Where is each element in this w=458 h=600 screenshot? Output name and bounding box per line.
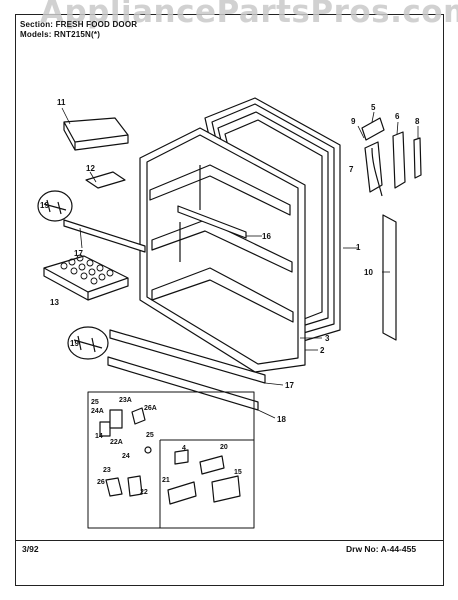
callout-1: 1: [356, 243, 361, 252]
callout-12: 12: [86, 164, 95, 173]
model-title: Models: RNT215N(*): [20, 30, 101, 39]
door-bar-17-upper: [63, 219, 146, 253]
callout-24: 24: [122, 453, 130, 460]
callout-10: 10: [364, 268, 373, 277]
watermark: AppliancePartsPros.com: [40, 0, 458, 30]
small-parts-inset: [87, 391, 255, 529]
door-bar-16: [177, 205, 247, 239]
leader-lines: [61, 107, 419, 419]
callout-3: 3: [325, 334, 330, 343]
callout-20: 20: [220, 444, 228, 451]
callout-26a: 26A: [144, 405, 157, 412]
callout-23: 23: [103, 467, 111, 474]
callout-26: 26: [97, 479, 105, 486]
callout-labels: 1 2 3 4 5 6 7 8 9 10 11 12 13 14 15 16 1…: [40, 98, 420, 496]
callout-9: 9: [351, 117, 356, 126]
callout-22: 22: [140, 489, 148, 496]
callout-2: 2: [320, 346, 325, 355]
diagram-frame: [15, 14, 444, 586]
callout-4: 4: [182, 445, 186, 452]
callout-14: 14: [95, 433, 103, 440]
callout-13: 13: [50, 298, 59, 307]
callout-17-upper: 17: [74, 249, 83, 258]
callout-16: 16: [262, 232, 271, 241]
callout-25-lower: 25: [146, 432, 154, 439]
callout-18: 18: [277, 415, 286, 424]
callout-19-upper: 19: [40, 201, 49, 210]
callout-8: 8: [415, 117, 420, 126]
detail-circle-19-upper: [37, 190, 73, 222]
hinge-parts: [361, 117, 422, 197]
door-strip-10: [382, 214, 397, 341]
callout-23a: 23A: [119, 397, 132, 404]
detail-circle-19-lower: [67, 326, 109, 360]
callout-5: 5: [371, 103, 376, 112]
footer-date: 3/92: [22, 544, 39, 554]
callout-15: 15: [234, 469, 242, 476]
callout-25-upper: 25: [91, 399, 99, 406]
section-title: Section: FRESH FOOD DOOR: [20, 20, 138, 29]
callout-21: 21: [162, 477, 170, 484]
callout-17-lower: 17: [285, 381, 294, 390]
footer-divider: [15, 540, 444, 541]
door-liner: [139, 127, 306, 373]
callout-6: 6: [395, 112, 400, 121]
shelf-12: [85, 171, 126, 189]
callout-22a: 22A: [110, 439, 123, 446]
callout-11: 11: [57, 98, 66, 107]
dairy-door-11: [63, 117, 129, 151]
drawing-number: Drw No: A-44-455: [346, 544, 417, 554]
egg-tray-13: [43, 254, 129, 301]
callout-24a: 24A: [91, 408, 104, 415]
callout-19-lower: 19: [70, 339, 79, 348]
callout-7: 7: [349, 165, 354, 174]
